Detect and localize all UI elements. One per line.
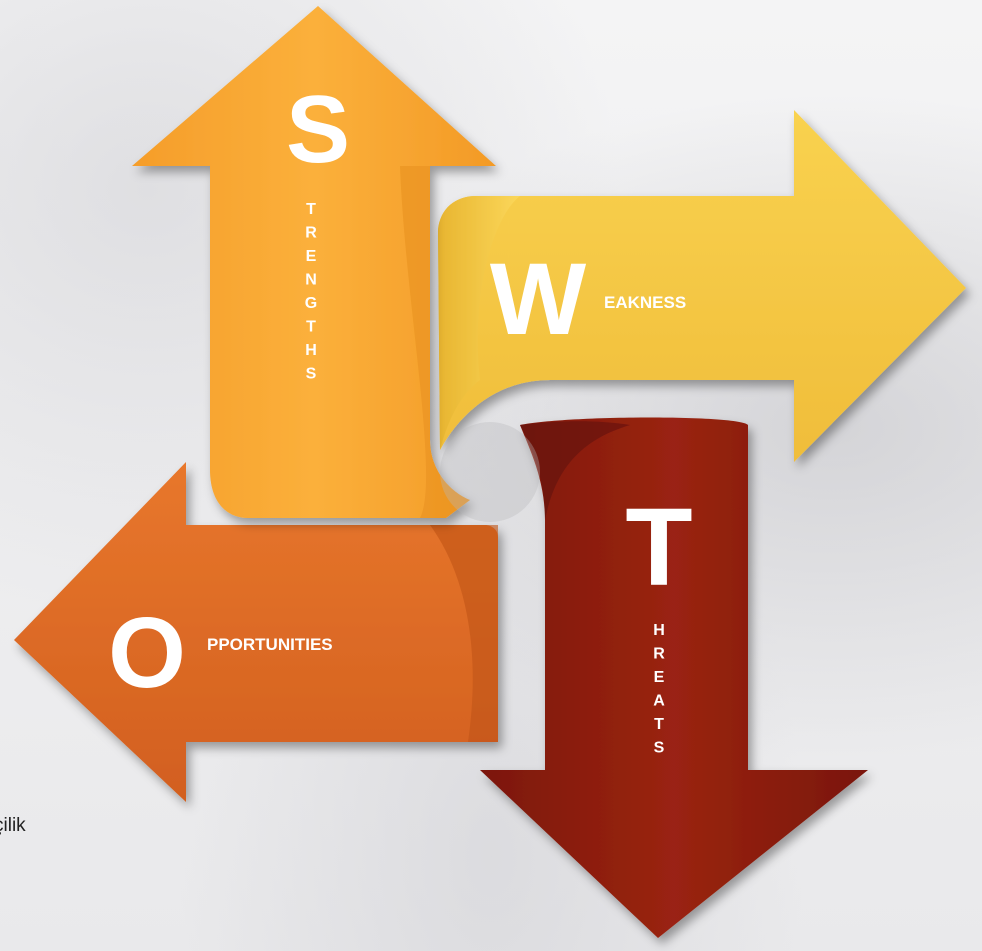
strengths-word-letter-2: R	[305, 225, 317, 242]
threats-letter: T	[625, 486, 692, 609]
threats-word-letter-6: S	[654, 740, 665, 757]
weakness-word: EAKNESS	[604, 293, 686, 312]
strengths-word-letter-4: N	[305, 272, 317, 289]
weakness-letter: W	[490, 242, 587, 356]
strengths-arrow	[132, 6, 496, 518]
strengths-letter: S	[286, 76, 350, 183]
opportunities-letter: O	[108, 597, 186, 709]
strengths-word-letter-1: T	[306, 201, 316, 218]
center-curl	[440, 422, 540, 522]
threats-word-letter-1: H	[653, 622, 665, 639]
strengths-word-letter-8: S	[306, 366, 317, 383]
strengths-word-letter-3: E	[306, 248, 317, 265]
weakness-arrow	[438, 110, 966, 462]
strengths-word-letter-5: G	[305, 295, 317, 312]
threats-word-letter-2: R	[653, 646, 665, 663]
threats-word-letter-3: E	[654, 669, 665, 686]
strengths-word-letter-7: H	[305, 342, 317, 359]
strengths-word-letter-6: T	[306, 319, 316, 336]
threats-word-letter-4: A	[653, 693, 665, 710]
footer-text: çilik	[0, 815, 26, 836]
opportunities-arrow	[14, 462, 498, 802]
threats-arrow	[480, 417, 868, 938]
threats-word-letter-5: T	[654, 716, 664, 733]
opportunities-word: PPORTUNITIES	[207, 635, 333, 654]
